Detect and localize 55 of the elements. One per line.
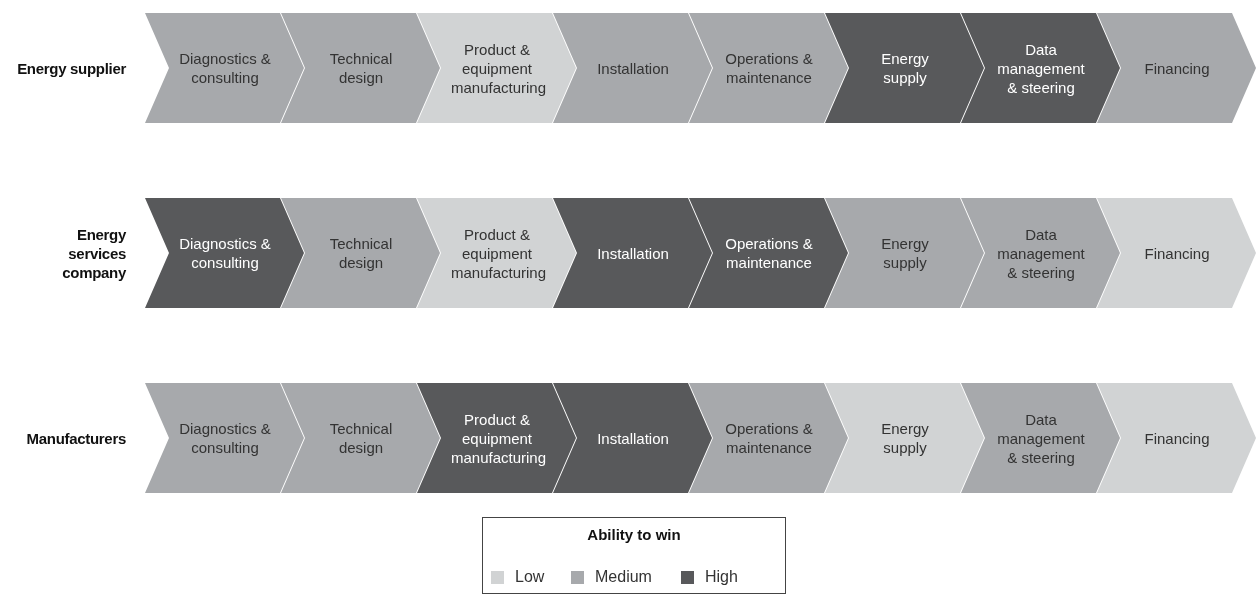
chevron-step [689,383,848,493]
chevron-step [1097,198,1256,308]
step-label: Installation [596,428,670,448]
chevron-step [145,198,304,308]
step-label: Technical design [328,234,394,272]
chevron-step [553,198,712,308]
step-label: Installation [596,243,670,263]
step-label: Financing [1143,58,1211,78]
step-label: Product & equipment manufacturing [451,39,543,97]
step-label: Energy supply [880,419,930,457]
chevron-step [825,383,984,493]
chevron-step [689,198,848,308]
step-label: Operations & maintenance [724,49,814,87]
chevron-step [961,13,1120,123]
chevron-step [281,198,440,308]
chevron-step [145,383,304,493]
chevron-step [417,383,576,493]
legend-title: Ability to win [587,526,681,543]
step-label: Energy supply [880,234,930,272]
step-label: Data management & steering [996,224,1086,282]
step-label: Energy supply [880,49,930,87]
chevron-step [145,13,304,123]
step-label: Product & equipment manufacturing [451,224,543,282]
step-label: Data management & steering [996,409,1086,467]
step-label: Financing [1143,428,1211,448]
step-label: Product & equipment manufacturing [451,409,543,467]
chevron-step [553,383,712,493]
step-label: Operations & maintenance [724,234,814,272]
step-label: Installation [596,58,670,78]
step-label: Operations & maintenance [724,419,814,457]
step-label: Technical design [328,49,394,87]
step-label: Technical design [328,419,394,457]
chevron-step [417,13,576,123]
step-label: Diagnostics & consulting [179,419,271,457]
chevron-step [825,13,984,123]
legend-label: Low [515,568,545,586]
chevron-step [961,383,1120,493]
chevron-step [689,13,848,123]
chevron-step [1097,13,1256,123]
step-label: Data management & steering [996,39,1086,97]
chevron-step [825,198,984,308]
chevron-step [417,198,576,308]
row-header: Energy supplier [16,58,126,78]
chevron-step [553,13,712,123]
chevron-step [281,383,440,493]
chevron-step [961,198,1120,308]
step-label: Diagnostics & consulting [179,234,271,272]
chevron-step [281,13,440,123]
row-header: Manufacturers [25,428,126,448]
legend-label: Medium [595,568,652,586]
legend-label: High [705,568,738,586]
step-label: Financing [1143,243,1211,263]
row-header: Energy services company [61,224,126,282]
chevron-step [1097,383,1256,493]
step-label: Diagnostics & consulting [179,49,271,87]
